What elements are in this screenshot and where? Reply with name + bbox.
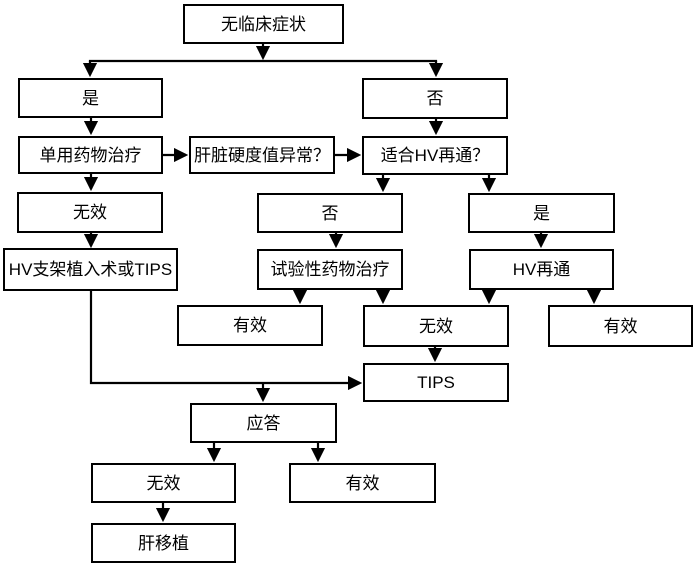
node-drug-therapy-alone: 单用药物治疗 <box>18 136 163 174</box>
node-ineffective-left: 无效 <box>17 192 163 233</box>
node-no-mid: 否 <box>257 193 403 233</box>
node-experimental-drug-therapy: 试验性药物治疗 <box>257 249 403 290</box>
node-effective-bottom: 有效 <box>289 463 436 503</box>
node-tips: TIPS <box>363 363 509 402</box>
node-effective-mid-left: 有效 <box>177 305 323 346</box>
node-yes-left: 是 <box>18 78 163 118</box>
node-hv-recanalization: HV再通 <box>469 249 614 290</box>
node-no-top: 否 <box>362 78 508 119</box>
node-response: 应答 <box>190 403 337 443</box>
node-suitable-hv-recan: 适合HV再通？ <box>362 136 508 175</box>
node-yes-right: 是 <box>468 193 615 233</box>
node-hv-stent-or-tips: HV支架植入术或TIPS <box>3 248 178 291</box>
node-liver-transplant: 肝移植 <box>91 523 236 563</box>
node-effective-right: 有效 <box>548 305 693 347</box>
node-ineffective-mid: 无效 <box>363 305 509 347</box>
node-ineffective-bottom: 无效 <box>91 463 236 503</box>
node-no-clinical-symptoms: 无临床症状 <box>183 4 344 44</box>
node-liver-stiffness-abnormal: 肝脏硬度值异常？ <box>189 136 335 174</box>
